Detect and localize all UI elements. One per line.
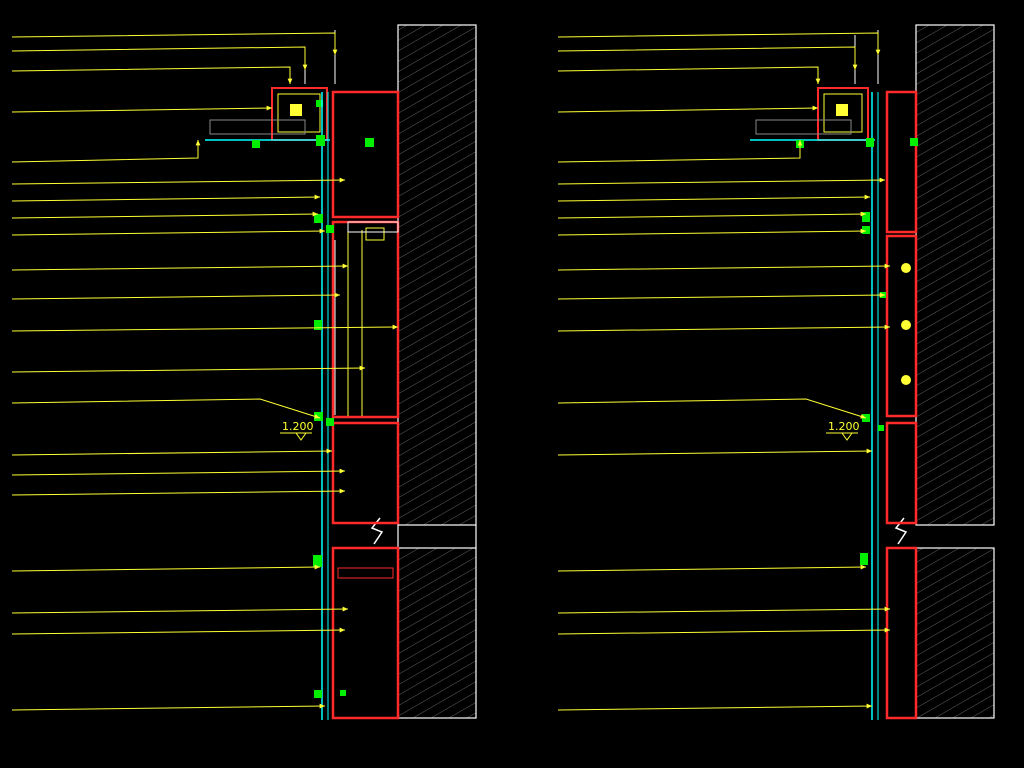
level-mark: 1.200 bbox=[280, 420, 314, 441]
green-markers bbox=[860, 138, 918, 565]
leader-line bbox=[11, 46, 308, 70]
leader-line bbox=[557, 140, 803, 163]
leader-line bbox=[557, 606, 891, 614]
leader-line bbox=[557, 105, 819, 113]
leader-line bbox=[11, 606, 349, 614]
leader-line bbox=[11, 228, 326, 236]
leader-line bbox=[11, 488, 346, 496]
level-text: 1.200 bbox=[828, 420, 860, 433]
leader-line bbox=[557, 32, 881, 55]
leader-line bbox=[11, 211, 319, 219]
section-panel-right: 1.200 bbox=[557, 24, 995, 720]
leader-line bbox=[11, 32, 338, 55]
leader-line bbox=[11, 703, 326, 711]
leader-line bbox=[11, 177, 346, 185]
leader-line bbox=[557, 703, 873, 711]
leader-line bbox=[11, 324, 399, 332]
leader-line bbox=[557, 228, 867, 236]
leader-line bbox=[557, 627, 891, 635]
leader-lines bbox=[557, 32, 891, 711]
leader-line bbox=[11, 365, 366, 373]
level-mark: 1.200 bbox=[826, 420, 860, 441]
leader-line bbox=[557, 263, 891, 271]
leader-line bbox=[557, 66, 821, 84]
leader-line bbox=[11, 292, 341, 300]
leader-line bbox=[557, 324, 891, 332]
leader-line bbox=[11, 398, 321, 419]
leader-line bbox=[11, 140, 201, 163]
leader-line bbox=[557, 564, 867, 572]
leader-line bbox=[11, 105, 273, 113]
level-text: 1.200 bbox=[282, 420, 314, 433]
leader-line bbox=[11, 194, 321, 202]
leader-line bbox=[11, 66, 293, 84]
leader-line bbox=[11, 564, 321, 572]
leader-line bbox=[11, 448, 333, 456]
leader-line bbox=[557, 194, 871, 202]
leader-line bbox=[557, 398, 867, 419]
wall-section bbox=[894, 24, 995, 719]
wall-panel-cavity bbox=[331, 90, 400, 720]
ceiling-detail bbox=[205, 30, 336, 148]
section-panel-left: 1.200 bbox=[11, 24, 477, 720]
leader-lines bbox=[11, 32, 399, 711]
leader-line bbox=[11, 263, 349, 271]
leader-line bbox=[557, 448, 873, 456]
cladding-lines bbox=[871, 92, 879, 720]
wall-panel-cavity bbox=[885, 90, 918, 720]
wall-section bbox=[370, 24, 477, 719]
leader-line bbox=[11, 627, 346, 635]
leader-line bbox=[557, 177, 886, 185]
leader-line bbox=[11, 468, 346, 476]
leader-line bbox=[557, 292, 886, 300]
leader-line bbox=[557, 46, 858, 70]
leader-line bbox=[557, 211, 867, 219]
